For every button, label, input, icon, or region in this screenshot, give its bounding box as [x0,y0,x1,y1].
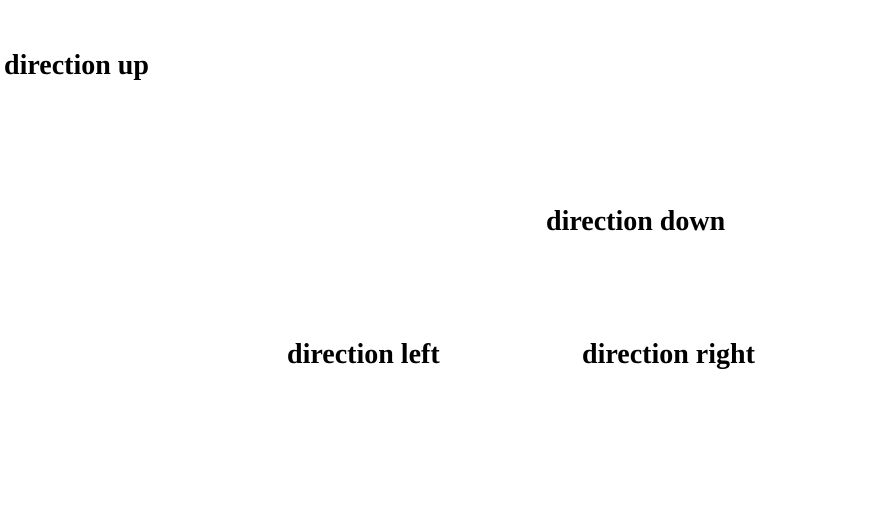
direction-down-label: direction down [546,206,726,237]
direction-right-label: direction right [582,339,755,370]
direction-up-label: direction up [4,50,149,81]
direction-left-label: direction left [287,339,440,370]
